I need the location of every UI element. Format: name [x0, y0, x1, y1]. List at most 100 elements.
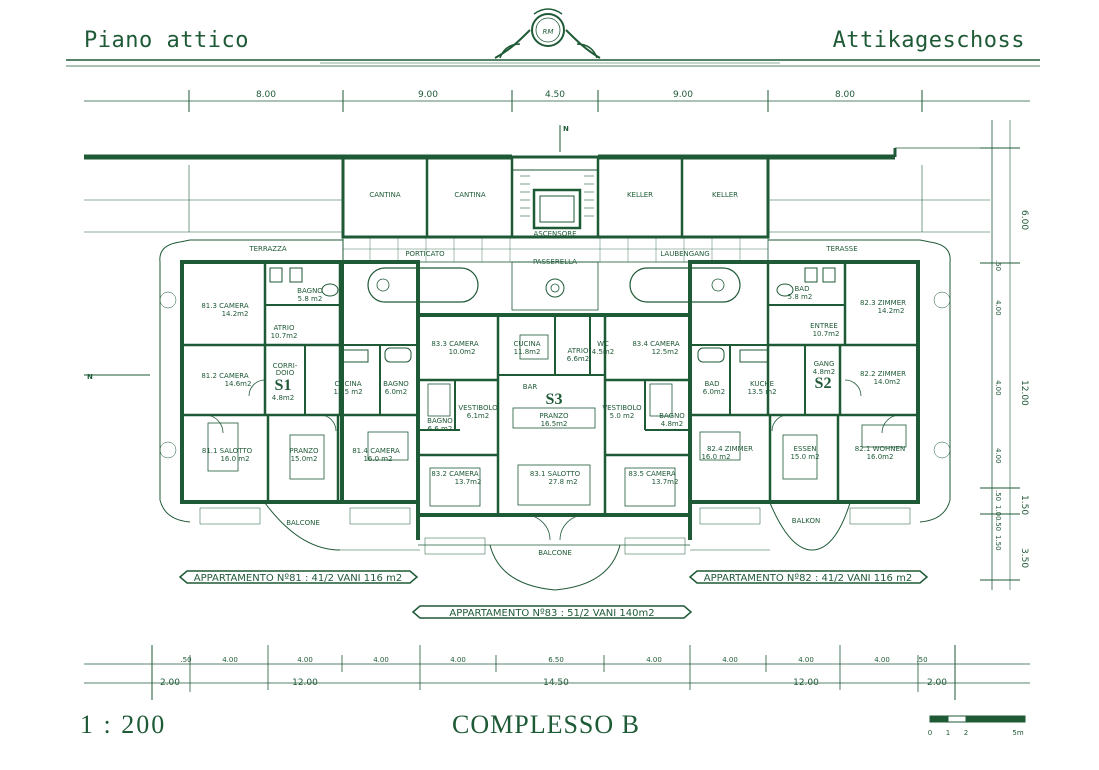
page-title-left: Piano attico: [84, 28, 249, 53]
unit-label-s1: S1: [275, 377, 292, 394]
dim-top-5: 8.00: [835, 90, 855, 100]
room-bad-a: BAD: [795, 285, 810, 293]
room-82-1-area: 16.0m2: [867, 453, 894, 461]
dim-bottom-r2-3: 14.50: [543, 678, 569, 688]
dim-right-6: 1.50: [1019, 495, 1029, 515]
room-pranzo-a-area: 15.0m2: [291, 455, 318, 463]
room-82-2: 82.2 ZIMMER: [860, 370, 906, 378]
dim-bottom-r1-10: 4.00: [874, 656, 890, 664]
room-essen-area: 15.0 m2: [790, 453, 819, 461]
label-terasse: TERASSE: [825, 245, 857, 253]
room-bagno-c2-area: 4.8m2: [661, 420, 683, 428]
room-pranzo-c-area: 16.5m2: [541, 420, 568, 428]
dim-right-4: 4.00: [994, 380, 1002, 396]
dim-bottom-r1-9: 4.00: [798, 656, 814, 664]
dim-right-2: 12.00: [1019, 380, 1029, 406]
room-83-1-area: 27.8 m2: [548, 478, 577, 486]
complex-label: COMPLESSO B: [452, 710, 640, 739]
dim-right-1: 6.00: [1019, 210, 1029, 230]
dim-bottom-r1-4: 4.00: [373, 656, 389, 664]
room-81-3: 81.3 CAMERA: [201, 302, 249, 310]
room-corridoio-2: DOIO: [276, 369, 295, 377]
scalebar-5m: 5m: [1012, 729, 1023, 737]
room-81-1-area: 16.0 m2: [220, 455, 249, 463]
north-mark-left: N: [87, 373, 93, 381]
room-cucina-a-area: 13.5 m2: [333, 388, 362, 396]
room-bagno-c1: BAGNO: [427, 417, 453, 425]
room-atrio-c-area: 6.6m2: [567, 355, 589, 363]
room-pranzo-a: PRANZO: [289, 447, 319, 455]
dim-bottom-r1-3: 4.00: [297, 656, 313, 664]
label-balcone-left: BALCONE: [286, 519, 320, 527]
room-cucina-a: CUCINA: [335, 380, 362, 388]
room-gang-area: 4.8m2: [813, 368, 835, 376]
scalebar-2: 2: [964, 729, 968, 737]
room-cucina-c: CUCINA: [514, 340, 541, 348]
room-82-3-area: 14.2m2: [878, 307, 905, 315]
room-83-4-area: 12.5m2: [652, 348, 679, 356]
label-cantina-1: CANTINA: [369, 191, 400, 199]
label-porticato: PORTICATO: [405, 250, 445, 258]
label-balkon: BALKON: [792, 517, 820, 525]
dim-bottom-r1-11: .50: [916, 656, 927, 664]
dim-top-2: 9.00: [418, 90, 438, 100]
room-82-3: 82.3 ZIMMER: [860, 299, 906, 307]
label-laubengang: LAUBENGANG: [660, 250, 709, 258]
dim-right-3: 4.00: [994, 300, 1002, 316]
room-81-4: 81.4: [352, 447, 368, 455]
room-83-3-area: 10.0m2: [449, 348, 476, 356]
label-keller-2: KELLER: [712, 191, 738, 199]
dim-bottom-r2-5: 2.00: [927, 678, 947, 688]
room-vest-c2-area: 5.0 m2: [610, 412, 635, 420]
label-ascensore: ASCENSORE: [533, 230, 576, 238]
banner-apt-81: APPARTAMENTO Nº81 : 41/2 VANI 116 m2: [194, 573, 402, 584]
room-wc-c: WC: [597, 340, 609, 348]
label-passerella: PASSERELLA: [533, 258, 577, 266]
room-81-2-area: 14.6m2: [225, 380, 252, 388]
dim-top-4: 9.00: [673, 90, 693, 100]
room-atrio-a-area: 10.7m2: [271, 332, 298, 340]
room-bagno-b: BAGNO: [383, 380, 409, 388]
room-81-3-area: 14.2m2: [222, 310, 249, 318]
banner-apt-83: APPARTAMENTO Nº83 : 51/2 VANI 140m2: [449, 608, 654, 619]
room-81-4-area: 16.0 m2: [363, 455, 392, 463]
label-keller-1: KELLER: [627, 191, 653, 199]
unit-label-s3: S3: [546, 391, 563, 408]
room-bad-b: BAD: [705, 380, 720, 388]
label-cantina-2: CANTINA: [454, 191, 485, 199]
dim-right-11: 1.50: [994, 535, 1002, 551]
room-essen: ESSEN: [794, 445, 817, 453]
room-vest-c1: VESTIBOLO: [458, 404, 498, 412]
room-cucina-c-area: 11.8m2: [514, 348, 541, 356]
dim-bottom-r1-2: 4.00: [222, 656, 238, 664]
room-81-1: 81.1 SALOTTO: [202, 447, 253, 455]
room-bar: BAR: [523, 383, 538, 391]
room-pranzo-c: PRANZO: [539, 412, 569, 420]
room-wc-c-area: 4.5m2: [592, 348, 614, 356]
room-bagno-a-area: 5.8 m2: [298, 295, 323, 303]
page-title-right: Attikageschoss: [832, 28, 1025, 53]
dim-bottom-r2-4: 12.00: [793, 678, 819, 688]
dim-right-12: .50: [994, 260, 1002, 271]
room-corridoio: CORRI-: [273, 362, 298, 370]
dim-right-9: 1.00: [994, 505, 1002, 521]
dim-bottom-r1-8: 4.00: [722, 656, 738, 664]
dim-bottom-r1-7: 4.00: [646, 656, 662, 664]
logo-letters: RM: [543, 28, 554, 36]
dim-top-1: 8.00: [256, 90, 276, 100]
room-bagno-a: BAGNO: [297, 287, 323, 295]
room-kuche-area: 13.5 m2: [747, 388, 776, 396]
room-bad-a-area: 5.8 m2: [788, 293, 813, 301]
room-atrio-c: ATRIO: [568, 347, 589, 355]
room-kuche: KUCHE: [750, 380, 774, 388]
dim-bottom-r1-1: .50: [180, 656, 191, 664]
logo-emblem-icon: [494, 8, 601, 59]
scalebar-0: 0: [928, 729, 932, 737]
room-entree-area: 10.7m2: [813, 330, 840, 338]
room-83-2-area: 13.7m2: [455, 478, 482, 486]
room-82-2-area: 14.0m2: [874, 378, 901, 386]
banner-apt-82: APPARTAMENTO Nº82 : 41/2 VANI 116 m2: [704, 573, 912, 584]
north-mark-top: N: [563, 125, 569, 133]
room-83-4: 83.4 CAMERA: [632, 340, 680, 348]
